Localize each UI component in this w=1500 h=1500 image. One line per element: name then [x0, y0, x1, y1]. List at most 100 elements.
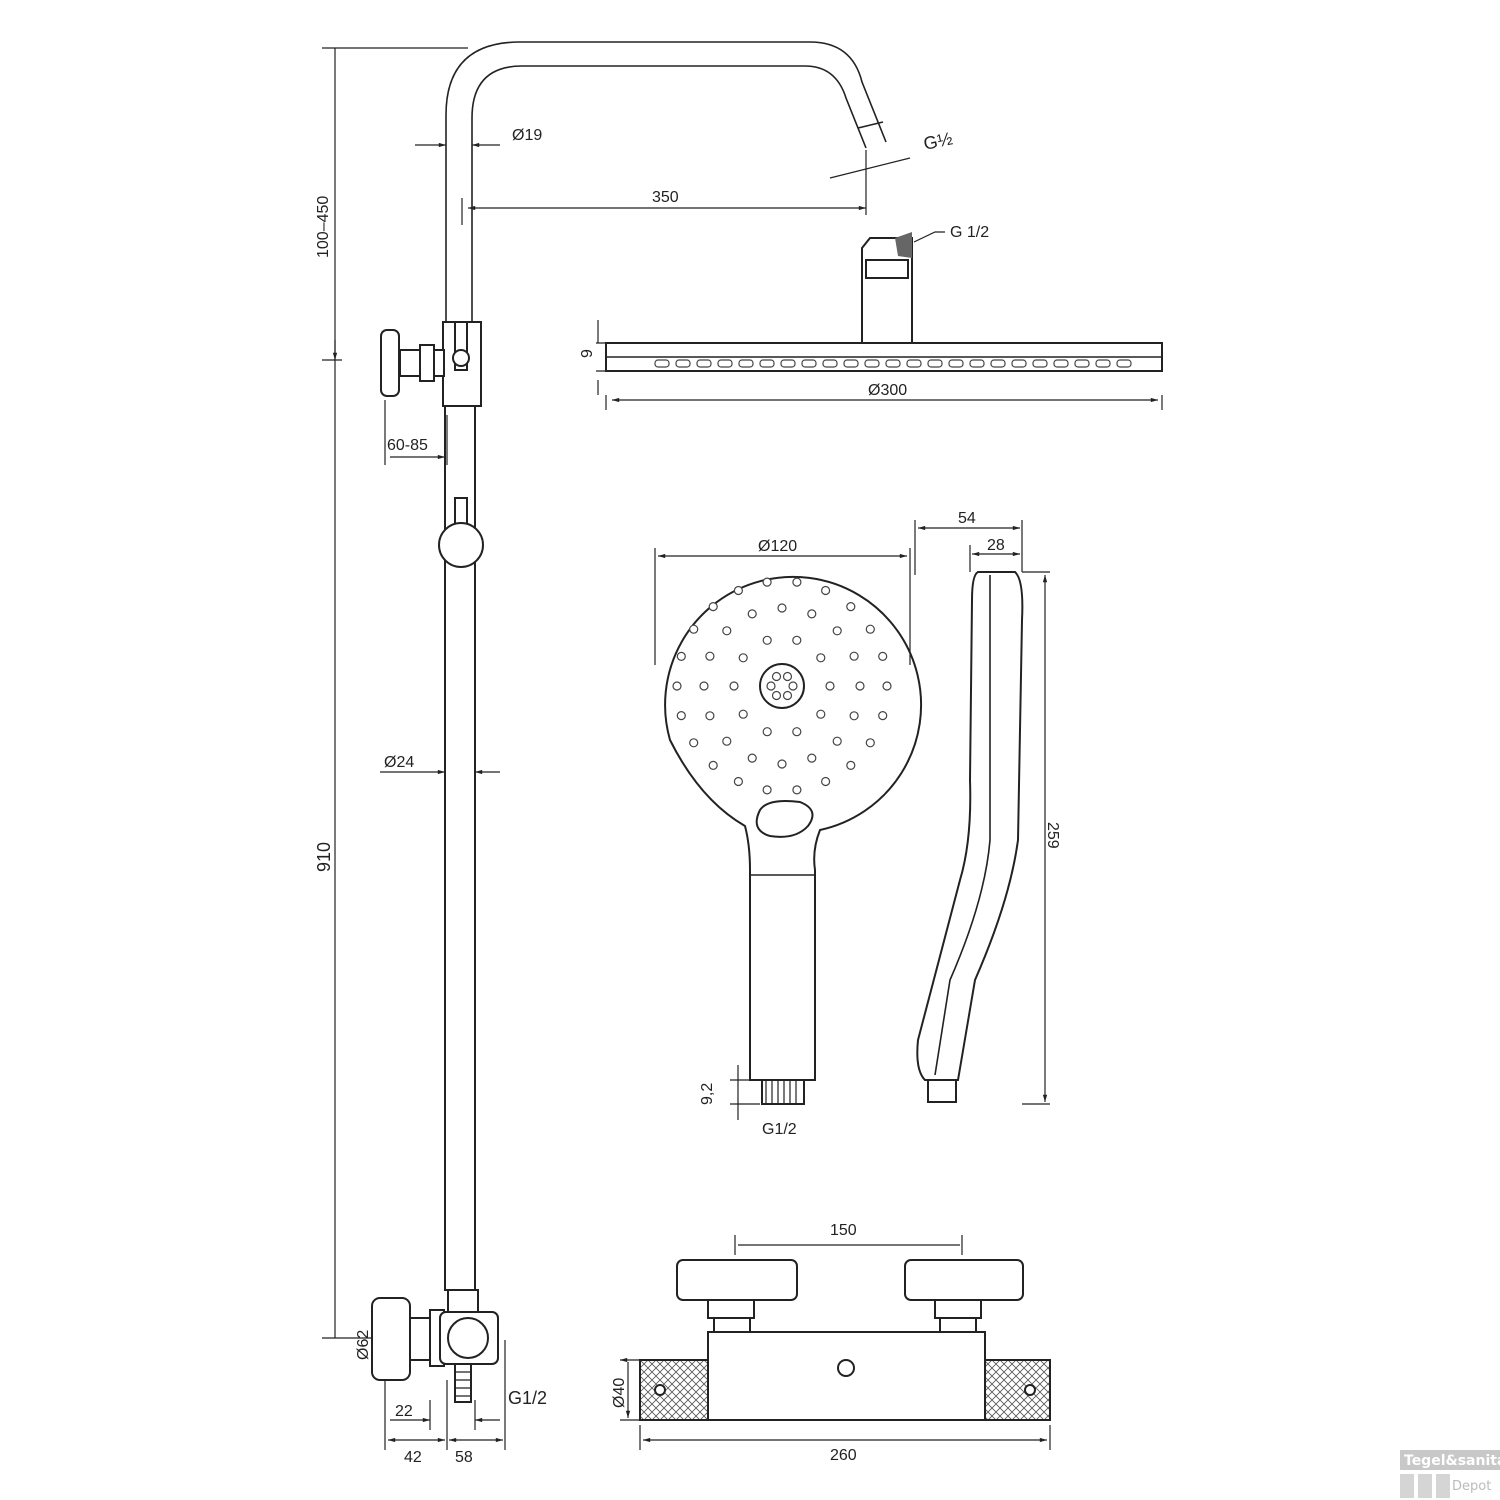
label-hand-thread: G1/2	[762, 1121, 797, 1138]
spray-hole	[762, 635, 772, 645]
center-spray-hole	[782, 671, 793, 682]
nozzle	[843, 359, 859, 368]
center-spray-hole	[782, 690, 793, 701]
nozzle	[1011, 359, 1027, 368]
label-head-thread: G 1/2	[950, 224, 989, 241]
label-hand-length: 259	[1044, 822, 1061, 849]
spray-hole	[722, 736, 732, 746]
nozzle	[675, 359, 691, 368]
label-hand-depth-inner: 28	[987, 537, 1005, 554]
spray-hole	[733, 776, 744, 787]
label-head-diameter: Ø300	[868, 382, 907, 399]
label-42: 42	[404, 1449, 422, 1466]
shower-riser	[380, 41, 887, 1291]
nozzle	[864, 359, 880, 368]
spray-hole	[777, 759, 787, 769]
nozzle	[1116, 359, 1132, 368]
spray-hole	[733, 585, 744, 596]
label-body-diameter: Ø40	[611, 1378, 628, 1408]
spray-hole	[738, 653, 748, 663]
spray-hole	[705, 651, 715, 661]
label-22: 22	[395, 1403, 413, 1420]
spray-hole	[792, 727, 802, 737]
label-58: 58	[455, 1449, 473, 1466]
spray-hole	[676, 710, 686, 721]
spray-hole	[672, 681, 682, 691]
nozzle	[927, 359, 943, 368]
spray-hole	[816, 653, 826, 663]
spray-hole	[792, 785, 802, 795]
spray-hole	[762, 577, 772, 587]
spray-hole	[689, 624, 699, 634]
label-riser-diameter: Ø19	[512, 127, 542, 144]
nozzle	[969, 359, 985, 368]
spray-hole	[878, 710, 888, 721]
label-outlet-thread: G1/2	[508, 1388, 547, 1408]
wall-bracket-rosette	[380, 329, 400, 397]
center-spray-hole	[771, 690, 782, 701]
spray-hole	[762, 785, 772, 795]
nozzle	[654, 359, 670, 368]
center-spray-hole	[788, 681, 798, 691]
spray-hole	[676, 651, 686, 662]
spray-hole	[792, 635, 802, 645]
spray-hole	[738, 709, 748, 719]
label-head-thickness: 9	[579, 349, 596, 358]
nozzle	[1053, 359, 1069, 368]
nozzle	[738, 359, 754, 368]
label-knob-diameter: Ø62	[355, 1330, 372, 1360]
center-spray-hole	[766, 681, 776, 691]
dimension-lines	[322, 47, 1163, 1450]
center-spray-hole	[771, 671, 782, 682]
label-height-adjust: 100–450	[315, 196, 332, 258]
label-hand-depth: 54	[958, 510, 976, 527]
nozzle	[696, 359, 712, 368]
spray-hole	[792, 577, 802, 587]
spray-hole	[708, 601, 718, 612]
spray-hole	[807, 609, 817, 619]
logo-text: Tegel&sanitair	[1404, 1453, 1500, 1469]
spray-hole	[846, 601, 856, 612]
spray-hole	[747, 609, 757, 619]
spray-hole	[747, 753, 757, 763]
hand-shower-front	[664, 575, 923, 1105]
nozzle	[906, 359, 922, 368]
nozzle	[1032, 359, 1048, 368]
spray-hole	[708, 760, 718, 771]
spray-hole	[846, 760, 856, 771]
nozzle	[717, 359, 733, 368]
spray-hole	[849, 651, 859, 661]
overhead-shower	[605, 232, 1163, 372]
spray-hole	[865, 738, 875, 748]
label-arm-length: 350	[652, 189, 679, 206]
spray-hole	[722, 626, 732, 636]
spray-hole	[777, 603, 787, 613]
spray-hole	[762, 727, 772, 737]
nozzle	[822, 359, 838, 368]
spray-hole	[816, 709, 826, 719]
spray-hole	[820, 776, 831, 787]
spray-hole	[729, 681, 739, 691]
spray-hole	[807, 753, 817, 763]
spray-hole	[855, 681, 865, 691]
label-rail-diameter: Ø24	[384, 754, 414, 771]
label-wall-offset: 60-85	[387, 437, 428, 454]
spray-hole	[832, 626, 842, 636]
spray-hole	[820, 585, 831, 596]
nozzle	[990, 359, 1006, 368]
spray-hole	[689, 738, 699, 748]
label-hand-thread-length: 9,2	[699, 1083, 716, 1105]
nozzle	[1095, 359, 1111, 368]
label-valve-spacing: 150	[830, 1222, 857, 1239]
logo-subtext: Depot	[1452, 1479, 1491, 1494]
thermostat-front	[639, 1259, 1051, 1421]
hand-shower-side	[916, 571, 1024, 1103]
label-hand-diameter: Ø120	[758, 538, 797, 555]
spray-hole	[878, 651, 888, 662]
label-arm-thread: G½	[922, 128, 955, 154]
nozzle	[801, 359, 817, 368]
spray-hole	[825, 681, 835, 691]
label-body-width: 260	[830, 1447, 857, 1464]
spray-hole	[849, 711, 859, 721]
